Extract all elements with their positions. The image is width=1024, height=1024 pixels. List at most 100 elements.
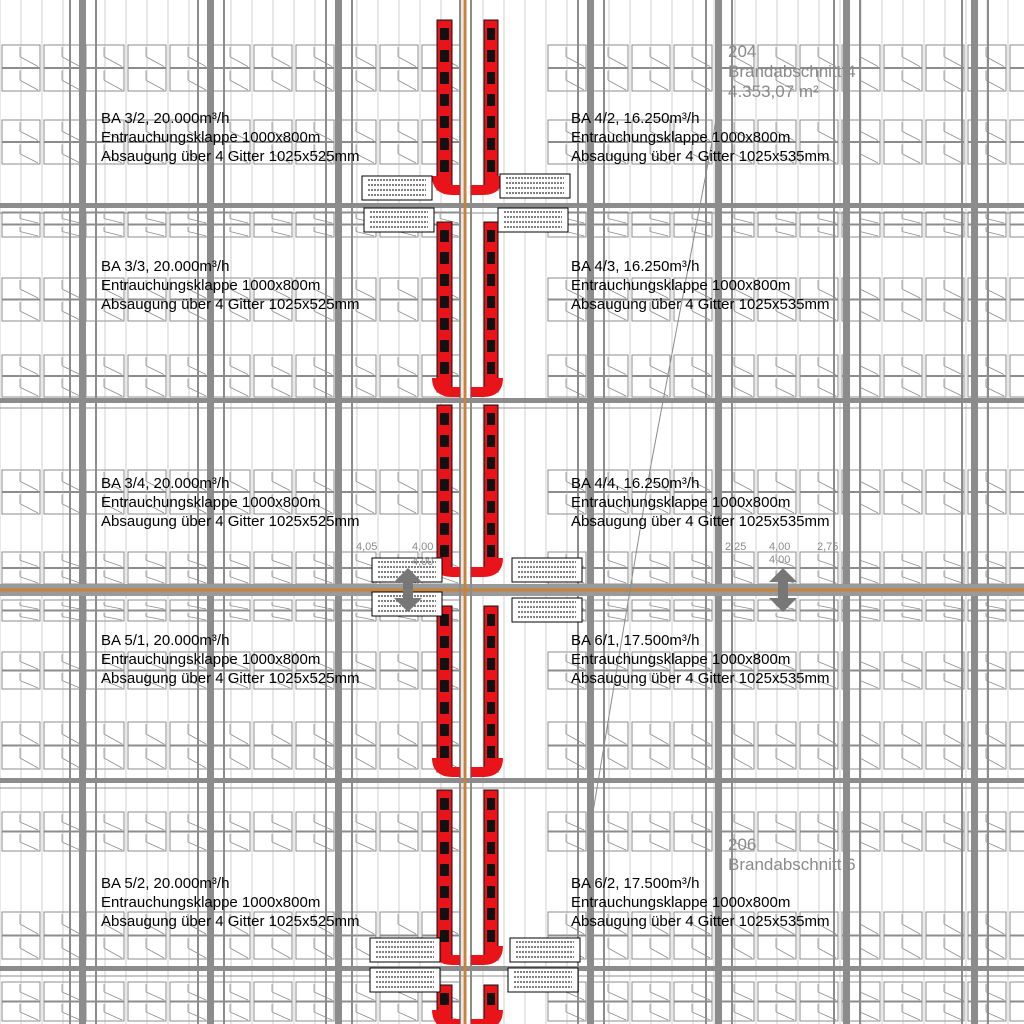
- rack-line: [943, 576, 963, 584]
- rack-line: [355, 153, 375, 164]
- rack-line: [355, 821, 375, 831]
- rack-line: [691, 218, 711, 224]
- rack-cell: [1009, 224, 1024, 238]
- rack-line: [775, 153, 795, 164]
- rack-line: [271, 841, 291, 851]
- duct-grille: [440, 658, 449, 670]
- rack-line: [103, 616, 123, 621]
- rack-line: [145, 153, 165, 164]
- rack-line: [733, 56, 753, 67]
- duct-grille: [440, 340, 449, 352]
- duct-grille: [440, 680, 449, 692]
- section-damper: Entrauchungsklappe 1000x800m: [101, 277, 321, 294]
- rack-line: [943, 733, 963, 745]
- duct-grille: [440, 842, 449, 854]
- rack-line: [775, 661, 795, 670]
- rack-line: [733, 923, 753, 935]
- rack-line: [19, 218, 39, 224]
- rack-line: [145, 821, 165, 831]
- rack-line: [229, 56, 249, 67]
- duct-grille: [440, 746, 449, 758]
- rack-line: [943, 947, 963, 959]
- duct-grille: [487, 724, 495, 736]
- rack-line: [859, 503, 879, 514]
- rack-line: [943, 680, 963, 689]
- rack-line: [19, 680, 39, 689]
- rack-line: [103, 841, 123, 851]
- rack-line: [19, 757, 39, 769]
- duct-grille: [487, 820, 495, 832]
- rack-line: [607, 503, 627, 514]
- rack-line: [775, 841, 795, 851]
- rack-line: [775, 79, 795, 91]
- rack-line: [733, 947, 753, 959]
- rack-line: [271, 947, 291, 959]
- rack-line: [691, 365, 711, 375]
- rack-line: [355, 841, 375, 851]
- duct-grille: [487, 72, 495, 84]
- duct-grille: [487, 138, 495, 150]
- section-damper: Entrauchungsklappe 1000x800m: [571, 129, 791, 146]
- rack-line: [145, 757, 165, 769]
- rack-line: [649, 310, 669, 321]
- rack-line: [733, 733, 753, 745]
- rack-line: [775, 503, 795, 514]
- rack-line: [565, 503, 585, 514]
- section-title: BA 4/2, 16.250m³/h: [571, 110, 700, 127]
- rack-line: [943, 218, 963, 224]
- rack-line: [229, 757, 249, 769]
- duct-grille: [440, 798, 449, 810]
- rack-line: [355, 991, 375, 1001]
- rack-line: [649, 79, 669, 91]
- rack-line: [733, 503, 753, 514]
- zone-name: Brandabschnitt 4: [728, 62, 856, 81]
- rack-cell: [1009, 981, 1024, 1002]
- rack-line: [229, 79, 249, 91]
- rack-line: [943, 503, 963, 514]
- duct-grille: [440, 545, 449, 557]
- rack-line: [901, 757, 921, 769]
- rack-line: [313, 386, 333, 397]
- rack-line: [397, 130, 417, 141]
- rack-line: [145, 733, 165, 745]
- rack-cell: [1009, 44, 1024, 68]
- rack-line: [733, 991, 753, 1001]
- rack-line: [271, 386, 291, 397]
- rack-line: [733, 288, 753, 299]
- zone-206-label: 206 Brandabschnitt 6: [728, 835, 856, 875]
- rack-line: [103, 1011, 123, 1021]
- rack-line: [229, 923, 249, 935]
- rack-line: [397, 79, 417, 91]
- rack-line: [397, 288, 417, 299]
- rack-line: [229, 661, 249, 670]
- rack-line: [271, 991, 291, 1001]
- rack-line: [607, 480, 627, 491]
- rack-line: [775, 231, 795, 237]
- rack-line: [355, 231, 375, 237]
- rack-line: [733, 1011, 753, 1021]
- rack-line: [19, 386, 39, 397]
- duct-grille: [487, 457, 495, 469]
- duct-grille: [487, 230, 495, 242]
- rack-line: [943, 310, 963, 321]
- rack-line: [733, 680, 753, 689]
- rack-line: [607, 841, 627, 851]
- rack-line: [271, 130, 291, 141]
- rack-line: [103, 757, 123, 769]
- rack-line: [901, 605, 921, 610]
- duct-grille: [487, 614, 495, 626]
- structural-column-line: [971, 0, 978, 1024]
- rack-line: [229, 218, 249, 224]
- rack-line: [859, 605, 879, 610]
- rack-line: [943, 1011, 963, 1021]
- duct-grille: [440, 296, 449, 308]
- rack-line: [691, 947, 711, 959]
- rack-line: [649, 1011, 669, 1021]
- rack-line: [145, 218, 165, 224]
- duct-grille: [487, 930, 495, 942]
- rack-line: [943, 821, 963, 831]
